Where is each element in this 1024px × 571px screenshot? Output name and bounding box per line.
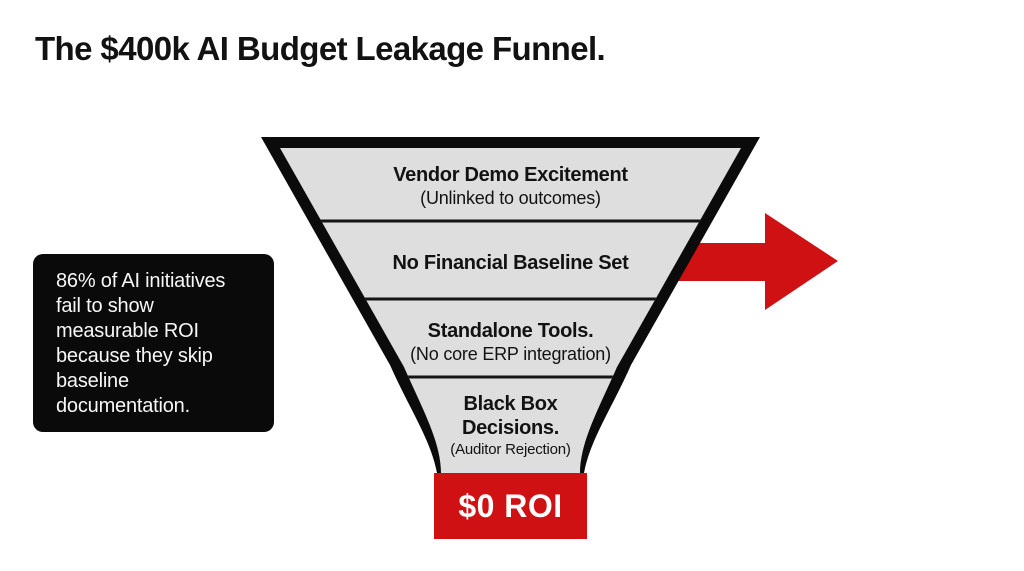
stage-divider <box>280 375 741 379</box>
stage-label: Vendor Demo Excitement <box>393 164 628 186</box>
stage-sublabel: (Auditor Rejection) <box>450 441 571 458</box>
outcome-box <box>434 473 587 539</box>
funnel-stage-4: Black Box Decisions. (Auditor Rejection) <box>311 392 710 459</box>
stage-divider <box>280 297 741 301</box>
funnel-stage-3: Standalone Tools. (No core ERP integrati… <box>311 319 710 365</box>
stage-sublabel: (No core ERP integration) <box>410 344 611 364</box>
stage-dividers <box>280 219 741 379</box>
stage-divider <box>280 219 741 223</box>
callout-box: 86% of AI initiatives fail to show measu… <box>33 254 274 432</box>
stage-label: No Financial Baseline Set <box>392 252 629 274</box>
leakage-arrow-icon <box>650 213 838 310</box>
funnel-stage-1: Vendor Demo Excitement (Unlinked to outc… <box>311 163 710 209</box>
funnel-stage-2: No Financial Baseline Set <box>311 251 710 275</box>
stage-label: Black Box Decisions. <box>461 393 560 439</box>
page-title: The $400k AI Budget Leakage Funnel. <box>35 30 606 67</box>
stage-sublabel: (Unlinked to outcomes) <box>420 188 601 208</box>
stage-label: Standalone Tools. <box>427 320 594 342</box>
outcome-label: $0 ROI <box>458 487 563 524</box>
funnel-body <box>280 148 741 473</box>
callout-text: 86% of AI initiatives fail to show measu… <box>56 270 226 417</box>
